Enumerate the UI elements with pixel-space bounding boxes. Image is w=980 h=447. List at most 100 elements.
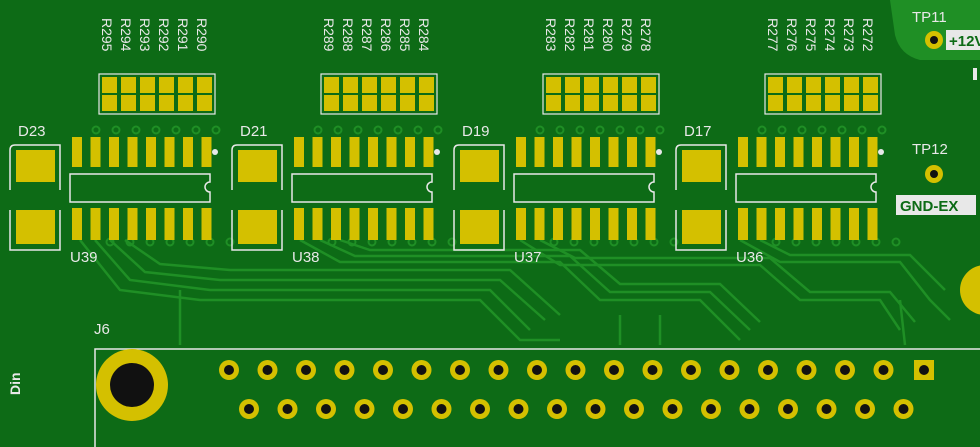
connector-pin-hole [282,404,293,414]
ic-pin [775,208,785,240]
ic-pin [183,208,193,240]
ic-outline [735,173,877,203]
resistor-label: R279 [619,18,635,52]
ic-pin [127,208,138,240]
ic-label: U36 [736,249,764,266]
resistor-pad [546,77,561,93]
diode-outline [231,210,283,251]
connector-pin-hole [244,404,254,414]
connector-pin-hole [590,404,601,414]
diode-pad [460,210,499,244]
resistor-pad [178,77,193,93]
ic-pin [423,208,434,240]
resistor-pad [102,95,117,111]
via [615,125,625,135]
net-label-box [946,30,980,50]
pin1-marker [878,149,884,155]
ic-pin [331,137,341,167]
diode-label: D21 [240,123,268,140]
ic-pin [405,208,415,240]
resistor-pad [584,77,599,93]
via [595,125,605,135]
via [353,125,363,135]
ic-pin [553,208,563,240]
connector-pin-hole [262,365,273,375]
resistor-pad [381,77,396,93]
resistor-label: R289 [321,18,337,52]
resistor-label: R286 [378,18,394,52]
resistor-label: R294 [118,18,134,52]
ic-pin [849,137,859,167]
connector-pin-hole [455,365,465,375]
resistor-pad [324,95,339,111]
ic-pin [423,137,434,167]
resistor-label: R292 [156,18,172,52]
test-point-tp12: TP12 GND-EX [896,141,976,215]
ic-pin [201,208,212,240]
resistor-label: R275 [803,18,819,52]
resistor-pad [768,77,783,93]
via [555,125,565,135]
resistor-array-outline [764,73,882,115]
ic-pin [571,137,582,167]
resistor-pad [400,95,415,111]
resistor-pad [121,77,136,93]
resistor-pad [825,77,840,93]
resistor-pad [197,77,212,93]
diode-pad [460,150,499,182]
resistor-pad [343,95,358,111]
ic-pin [793,137,804,167]
ic-pin [146,137,156,167]
resistor-pad [787,95,802,111]
connector-pin-hole [919,365,929,375]
via [877,125,887,135]
via [413,125,423,135]
resistor-pad [787,77,802,93]
via [777,125,787,135]
connector-pin-hole [783,404,793,414]
connector-pin-hole [647,365,658,375]
pin1-marker [212,149,218,155]
diode-outline [231,144,283,190]
resistor-array-outline [98,73,216,115]
connector-pin-hole [513,404,524,414]
ic-pin [164,208,175,240]
board-side-label: Din [7,372,23,395]
ic-pin [627,137,637,167]
ic-pin [590,137,600,167]
resistor-label: R288 [340,18,356,52]
ic-pin [534,208,545,240]
ic-label: U37 [514,249,542,266]
ic-pin [146,208,156,240]
resistor-pad [825,95,840,111]
resistor-pad [641,77,656,93]
net-label: GND-EX [900,198,958,215]
via [817,125,827,135]
ic-pin [405,137,415,167]
ic-pin [183,137,193,167]
ic-pin [775,137,785,167]
resistor-label: R273 [841,18,857,52]
ic-pin [645,208,656,240]
connector-pin-hole [493,365,504,375]
resistor-pad [844,95,859,111]
resistor-pad [343,77,358,93]
diode-label: D17 [684,123,712,140]
via [171,125,181,135]
resistor-label: R278 [638,18,654,52]
test-point-hole [930,36,938,44]
ic-pin [645,137,656,167]
board-edge-marker [973,68,977,80]
ic-pin [164,137,175,167]
ic-pin [849,208,859,240]
resistor-label: R287 [359,18,375,52]
diode-outline [453,210,505,251]
ic-pin [201,137,212,167]
diode-pad [682,150,721,182]
ic-pin [812,137,822,167]
resistor-pad [622,95,637,111]
diode-outline [453,144,505,190]
resistor-pad [863,95,878,111]
connector-pin-hole [686,365,696,375]
